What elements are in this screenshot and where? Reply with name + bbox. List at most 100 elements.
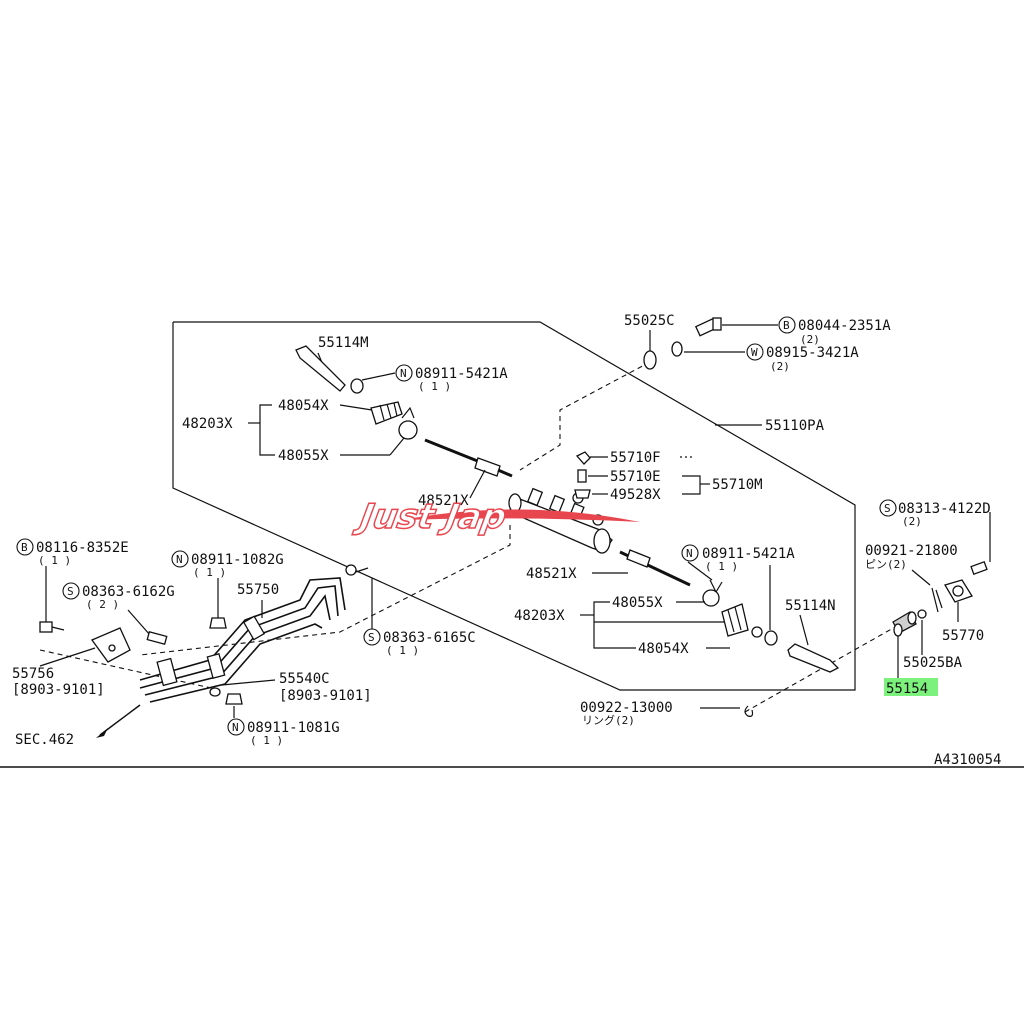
bracket-55770 — [944, 579, 973, 603]
label-48054X-a: 48054X — [278, 398, 329, 414]
bracket-48203X-a-v — [259, 404, 275, 456]
leader-55114N — [799, 614, 809, 646]
date-55756: [8903-9101] — [12, 682, 105, 698]
label-08911a: 08911-5421A — [415, 366, 508, 382]
nut-upper — [350, 378, 364, 394]
qty-08911a: ( 1 ) — [418, 380, 451, 393]
label-48203X-b: 48203X — [514, 608, 565, 624]
clip-ring-lower — [702, 589, 720, 607]
pressure-pipes — [139, 564, 369, 703]
tie-rod-end-upper — [295, 345, 346, 392]
qty-00922: リング(2) — [582, 713, 635, 727]
label-55025C: 55025C — [624, 313, 675, 329]
label-55154: 55154 — [886, 681, 928, 697]
washer-08915 — [671, 341, 683, 357]
qty-08915: (2) — [770, 360, 790, 373]
label-55756: 55756 — [12, 666, 54, 682]
label-08313: 08313-4122D — [898, 501, 991, 517]
mark-b-08044 — [778, 316, 796, 334]
watermark-swoosh — [402, 509, 640, 522]
label-55540C: 55540C — [279, 671, 330, 687]
mark-n-08911c — [681, 544, 699, 562]
qty-08313: (2) — [902, 515, 922, 528]
bolt-08116-icon — [39, 621, 65, 633]
mark-n-08911b — [171, 550, 189, 568]
leader-48055X-a-up — [389, 437, 405, 456]
label-48055X-b: 48055X — [612, 595, 663, 611]
assembly-outline — [172, 321, 856, 691]
qty-08363b: ( 1 ) — [386, 644, 419, 657]
mark-n-08911b-letter: N — [176, 553, 183, 566]
label-00921: 00921-21800 — [865, 543, 958, 559]
bracket-55756-hole — [108, 644, 116, 652]
date-55540C: [8903-9101] — [279, 688, 372, 704]
label-08116: 08116-8352E — [36, 540, 129, 556]
fitting-55154 — [892, 611, 917, 637]
dash-line-left — [139, 525, 511, 656]
boot-upper — [370, 401, 403, 425]
leader-55756 — [39, 647, 96, 667]
tie-rod-end-lower — [787, 643, 840, 673]
bolt-08363a — [146, 631, 168, 645]
label-55114M: 55114M — [318, 335, 369, 351]
label-48521X-a: 48521X — [418, 493, 469, 509]
label-55710M: 55710M — [712, 477, 763, 493]
label-08915: 08915-3421A — [766, 345, 859, 361]
mark-w-08915-letter: W — [751, 346, 758, 359]
mark-b-08116-letter: B — [21, 541, 28, 554]
boot-lower — [721, 603, 749, 637]
bracket-55710M — [682, 475, 701, 495]
label-48054X-b: 48054X — [638, 641, 689, 657]
nut-08911d — [225, 693, 243, 705]
leader-55540C — [221, 679, 276, 686]
label-55710F: 55710F — [610, 450, 661, 466]
label-08911d: 08911-1081G — [247, 720, 340, 736]
watermark-logo: Just Jap — [351, 497, 509, 537]
mark-n-08911c-letter: N — [686, 547, 693, 560]
washer-55540C — [209, 687, 221, 697]
label-08911b: 08911-1082G — [191, 552, 284, 568]
label-48055X-a: 48055X — [278, 448, 329, 464]
label-48203X-a: 48203X — [182, 416, 233, 432]
mark-s-08363a-letter: S — [67, 585, 74, 598]
mark-b-08116 — [16, 538, 34, 556]
qty-08911b: ( 1 ) — [193, 566, 226, 579]
clip-upper — [398, 420, 418, 440]
inner-tie-rod-upper — [424, 438, 513, 478]
mark-n-08911d — [227, 718, 245, 736]
washer-55025BA — [917, 609, 927, 619]
leader-08363a — [127, 609, 151, 636]
inner-tie-rod-lower — [619, 549, 691, 587]
label-49528X: 49528X — [610, 487, 661, 503]
dash-line-right — [744, 626, 896, 713]
steering-rack-body — [508, 487, 613, 554]
label-08363b: 08363-6165C — [383, 630, 476, 646]
ring-00922 — [744, 705, 754, 717]
fitting-49528X — [574, 489, 591, 499]
label-48521X-b: 48521X — [526, 566, 577, 582]
bolt-08313-icon — [970, 561, 988, 575]
label-55025BA: 55025BA — [903, 655, 963, 671]
nut-08911b — [209, 617, 227, 629]
mark-s-08363a — [62, 582, 80, 600]
label-sec462: SEC.462 — [15, 732, 74, 748]
ring-lower — [751, 626, 763, 638]
fitting-55710E — [577, 469, 587, 483]
nut-lower — [764, 630, 778, 646]
label-00922: 00922-13000 — [580, 700, 673, 716]
mark-n-08911a — [395, 364, 413, 382]
label-55114N: 55114N — [785, 598, 836, 614]
mark-b-08044-letter: B — [783, 319, 790, 332]
qty-08363a: ( 2 ) — [86, 598, 119, 611]
mark-n-08911d-letter: N — [232, 721, 239, 734]
label-08911c: 08911-5421A — [702, 546, 795, 562]
dash-line-top — [519, 361, 651, 471]
label-55710E: 55710E — [610, 469, 661, 485]
qty-08116: ( 1 ) — [38, 554, 71, 567]
arrowhead-sec462-icon — [96, 728, 108, 738]
mark-s-08313-letter: S — [884, 502, 891, 515]
qty-00921: ピン(2) — [865, 558, 907, 571]
qty-08044: (2) — [800, 333, 820, 346]
washer-55025C — [643, 350, 657, 370]
